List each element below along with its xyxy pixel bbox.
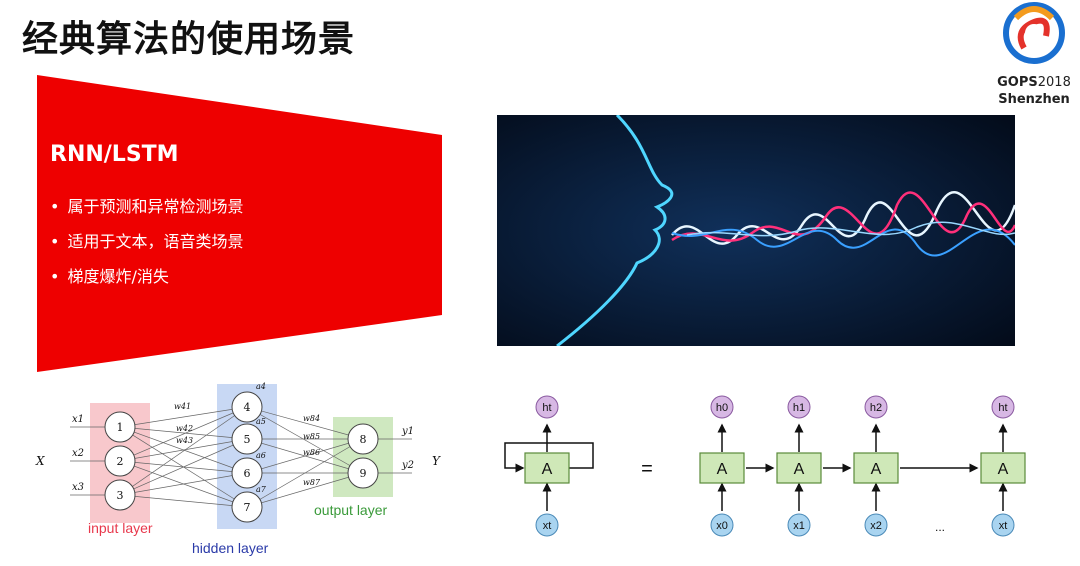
nn-node: 9 bbox=[360, 467, 367, 480]
rnn-x-node: xt bbox=[999, 520, 1008, 532]
nn-input-label: x3 bbox=[72, 482, 84, 493]
nn-node: 3 bbox=[117, 489, 124, 502]
nn-node: 5 bbox=[244, 433, 251, 446]
hidden-layer-label: hidden layer bbox=[192, 540, 269, 556]
gops-logo-icon bbox=[1003, 2, 1065, 64]
rnn-h-node: ht bbox=[998, 402, 1007, 414]
rnn-cell: A bbox=[794, 461, 805, 478]
nn-weight: w85 bbox=[303, 432, 320, 441]
nn-output-label: y2 bbox=[401, 460, 414, 471]
nn-node: 4 bbox=[244, 401, 251, 414]
nn-output-label: y1 bbox=[401, 426, 414, 437]
neural-network-diagram: 1 2 3 4 5 6 7 8 9 x1 x2 x3 y1 y2 a4 a5 a… bbox=[35, 382, 441, 556]
logo-city: Shenzhen bbox=[998, 92, 1070, 107]
rnn-h-node: h0 bbox=[716, 402, 728, 414]
rnn-cell: A bbox=[871, 461, 882, 478]
nn-weight: w84 bbox=[303, 414, 320, 423]
nn-weight: w86 bbox=[303, 448, 320, 457]
nn-node: 1 bbox=[117, 421, 124, 434]
nn-node: 7 bbox=[244, 501, 251, 514]
nn-node: 6 bbox=[244, 467, 251, 480]
nn-weight: w41 bbox=[174, 402, 191, 411]
panel-heading: RNN/LSTM bbox=[50, 142, 179, 167]
logo-brand: GOPS bbox=[997, 75, 1038, 90]
rnn-h-node: ht bbox=[542, 402, 551, 414]
rnn-x-node: x0 bbox=[716, 520, 728, 532]
nn-activation: a4 bbox=[256, 382, 266, 391]
nn-node: 2 bbox=[117, 455, 124, 468]
bullet-item: 梯度爆炸/消失 bbox=[50, 259, 243, 294]
output-layer-label: output layer bbox=[314, 502, 387, 518]
bullet-item: 属于预测和异常检测场景 bbox=[50, 189, 243, 224]
rnn-ellipsis: ... bbox=[935, 520, 945, 534]
nn-activation: a7 bbox=[256, 485, 267, 494]
nn-y-label: Y bbox=[432, 454, 441, 468]
nn-weight: w43 bbox=[176, 436, 193, 445]
rnn-unrolled-diagram: A A A A A = ... ht h0 h1 h2 ht xt x0 x1 … bbox=[504, 395, 1026, 537]
rnn-x-node: x1 bbox=[793, 520, 805, 532]
gops-logo: GOPS2018 Shenzhen bbox=[994, 0, 1074, 110]
nn-activation: a6 bbox=[256, 451, 266, 460]
nn-input-label: x2 bbox=[72, 448, 84, 459]
bullet-item: 适用于文本，语音类场景 bbox=[50, 224, 243, 259]
nn-input-label: x1 bbox=[72, 414, 84, 425]
panel-content: RNN/LSTM 属于预测和异常检测场景 适用于文本，语音类场景 梯度爆炸/消失 bbox=[50, 142, 243, 294]
logo-year: 2018 bbox=[1037, 75, 1071, 90]
voice-wave-image bbox=[497, 115, 1015, 346]
input-layer-label: input layer bbox=[88, 520, 153, 536]
rnn-cell: A bbox=[542, 461, 553, 478]
rnn-x-node: x2 bbox=[870, 520, 882, 532]
rnn-cell: A bbox=[717, 461, 728, 478]
nn-x-label: X bbox=[35, 454, 45, 468]
rnn-cell: A bbox=[998, 461, 1009, 478]
rnn-h-node: h1 bbox=[793, 402, 805, 414]
nn-weight: w87 bbox=[303, 478, 321, 487]
nn-weight: w42 bbox=[176, 424, 193, 433]
rnn-equals: = bbox=[641, 458, 653, 480]
rnn-x-node: xt bbox=[543, 520, 552, 532]
nn-activation: a5 bbox=[256, 417, 266, 426]
rnn-h-node: h2 bbox=[870, 402, 882, 414]
page-title: 经典算法的使用场景 bbox=[22, 19, 356, 60]
nn-node: 8 bbox=[360, 433, 367, 446]
